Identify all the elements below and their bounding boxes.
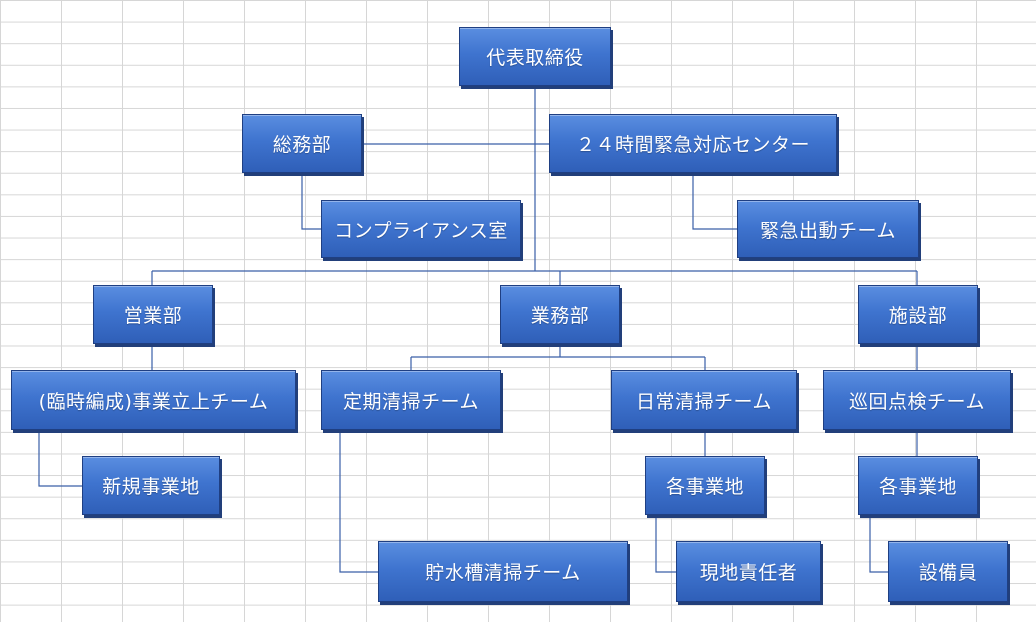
- node-water-tank-team: 貯水槽清掃チーム: [378, 541, 628, 602]
- node-periodic-cleaning: 定期清掃チーム: [321, 370, 501, 430]
- node-sites-patrol: 各事業地: [858, 456, 978, 515]
- connector-sites-manager: [655, 515, 676, 573]
- connector-periodic-watertank: [339, 430, 378, 573]
- connector-launch-newsite: [38, 430, 82, 487]
- node-sites-daily: 各事業地: [645, 456, 765, 515]
- connector-operations-split: [410, 344, 706, 370]
- connector-sites-equipment: [869, 515, 888, 573]
- node-ceo: 代表取締役: [459, 27, 611, 86]
- node-emergency-team: 緊急出動チーム: [737, 200, 919, 258]
- node-general-affairs: 総務部: [242, 114, 362, 173]
- node-equipment-staff: 設備員: [888, 541, 1008, 602]
- node-sales: 営業部: [93, 285, 213, 344]
- node-facilities: 施設部: [858, 285, 978, 344]
- node-emergency-center: ２４時間緊急対応センター: [549, 114, 837, 173]
- node-launch-team: (臨時編成)事業立上チーム: [11, 370, 296, 430]
- node-site-manager: 現地責任者: [676, 541, 821, 602]
- node-compliance: コンプライアンス室: [321, 200, 521, 258]
- node-patrol-team: 巡回点検チーム: [823, 370, 1011, 430]
- connector-center-team: [692, 173, 738, 230]
- node-daily-cleaning: 日常清掃チーム: [611, 370, 797, 430]
- node-operations: 業務部: [500, 285, 620, 344]
- node-new-business-site: 新規事業地: [82, 456, 220, 515]
- connector-ga-compliance: [301, 173, 322, 230]
